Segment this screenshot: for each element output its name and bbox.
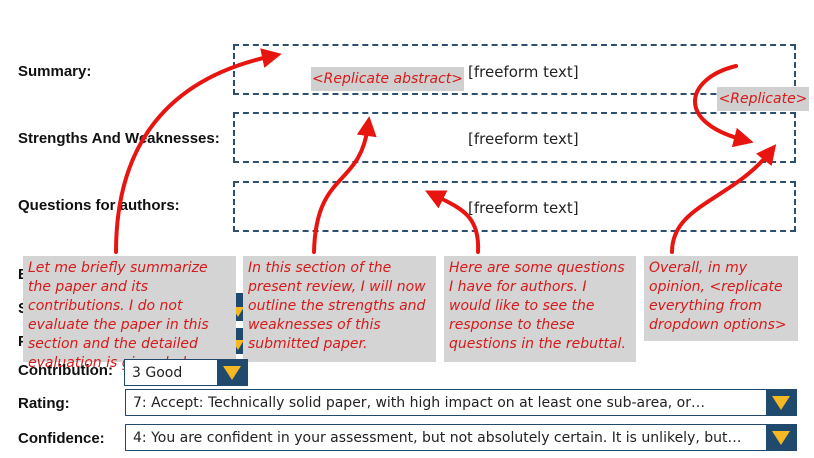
- strengths-weaknesses-textbox[interactable]: [freeform text]: [233, 112, 796, 163]
- chevron-down-icon: [231, 340, 244, 350]
- freeform-placeholder: [freeform text]: [468, 199, 579, 217]
- contribution-dropdown-button[interactable]: [217, 360, 247, 385]
- contribution-label: Contribution:: [18, 362, 113, 379]
- summary-label: Summary:: [18, 63, 92, 80]
- confidence-value: 4: You are confident in your assessment,…: [133, 429, 742, 446]
- contribution-value: 3 Good: [132, 364, 183, 381]
- questions-textbox[interactable]: [freeform text]: [233, 181, 796, 232]
- callout-questions: Here are some questions I have for autho…: [444, 256, 636, 362]
- replicate-tag: <Replicate>: [717, 87, 809, 111]
- chevron-down-icon: [772, 430, 790, 445]
- questions-label: Questions for authors:: [18, 197, 180, 214]
- strengths-weaknesses-label: Strengths And Weaknesses:: [18, 130, 220, 147]
- confidence-label: Confidence:: [18, 430, 105, 447]
- chevron-down-icon: [223, 365, 241, 380]
- freeform-placeholder: [freeform text]: [468, 63, 579, 81]
- confidence-select[interactable]: 4: You are confident in your assessment,…: [125, 424, 797, 451]
- freeform-placeholder: [freeform text]: [468, 130, 579, 148]
- confidence-dropdown-button[interactable]: [766, 425, 796, 450]
- callout-strengths: In this section of the present review, I…: [243, 256, 436, 362]
- chevron-down-icon: [231, 307, 244, 317]
- rating-value: 7: Accept: Technically solid paper, with…: [133, 394, 705, 411]
- arrow-questions: [425, 190, 481, 254]
- arrow-replicate: [693, 64, 754, 148]
- replicate-abstract-tag: <Replicate abstract>: [311, 67, 464, 91]
- arrow-strengths: [312, 116, 377, 254]
- rating-label: Rating:: [18, 395, 70, 412]
- summary-textbox[interactable]: [freeform text]: [233, 44, 796, 95]
- rating-dropdown-button[interactable]: [766, 390, 796, 415]
- callout-overall: Overall, in my opinion, <replicate every…: [644, 256, 798, 341]
- arrow-summary: [114, 48, 282, 254]
- contribution-select[interactable]: 3 Good: [124, 359, 248, 386]
- arrow-overall: [670, 144, 777, 254]
- rating-select[interactable]: 7: Accept: Technically solid paper, with…: [125, 389, 797, 416]
- chevron-down-icon: [772, 395, 790, 410]
